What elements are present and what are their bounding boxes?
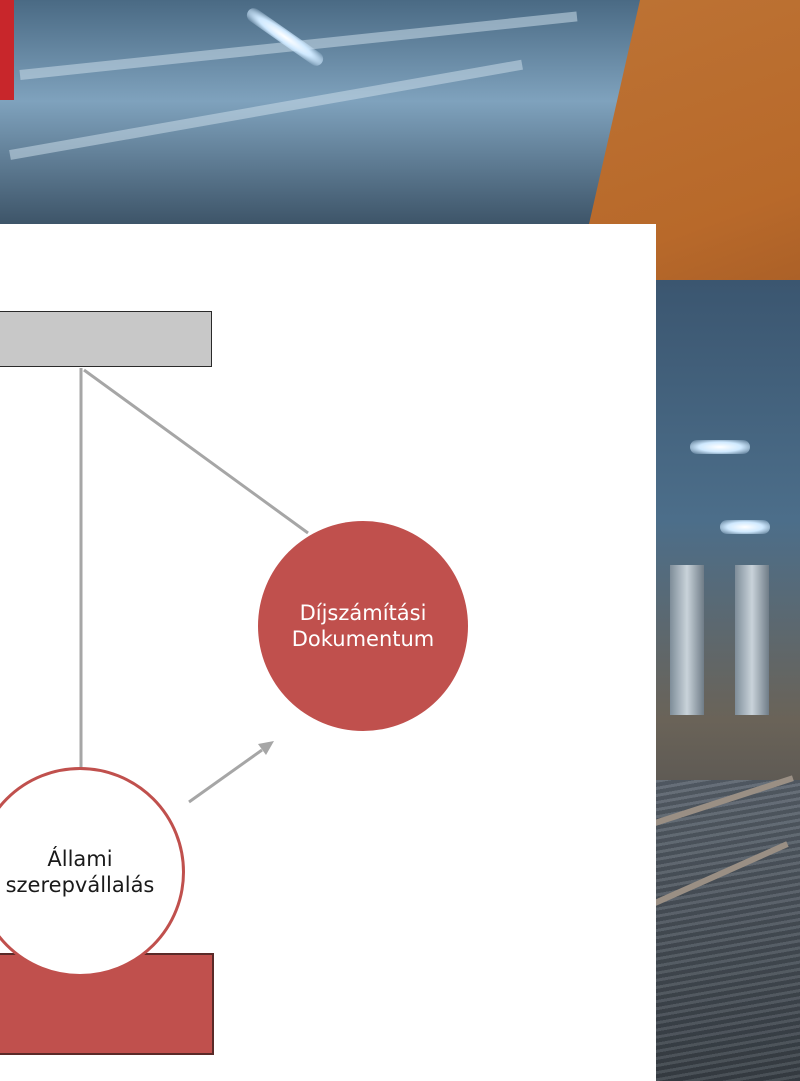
photo-lamp [690,440,750,454]
circle-allami-line1: Állami [47,847,113,871]
circle-allami-line2: szerepvállalás [5,873,155,897]
photo-track-bed [655,780,800,1081]
connector-bar-to-dijszamitasi [83,368,309,535]
circle-dijszamitasi-dokumentum: Díjszámítási Dokumentum [258,521,468,731]
photo-pillar [670,565,704,715]
circle-dijszamitasi-line1: Díjszámítási [299,601,427,625]
photo-pillar [735,565,769,715]
top-gray-box [0,311,212,367]
photo-lamp [720,520,770,534]
brand-red-accent [0,0,14,100]
circle-dijszamitasi-line2: Dokumentum [291,627,435,651]
arrowhead-icon [258,741,274,755]
arrow-allami-to-dijszamitasi [188,748,263,804]
circle-allami-szerepvallalas: Állami szerepvállalás [0,767,185,977]
